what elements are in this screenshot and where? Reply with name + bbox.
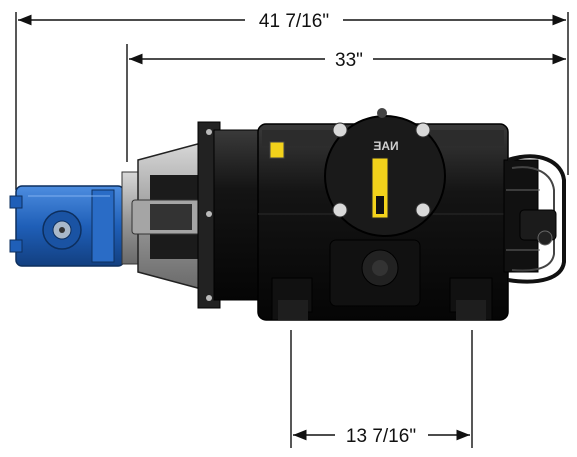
mounting-feet [271,277,493,321]
dimension-motor: 33" [129,50,566,71]
bell-housing [131,141,213,291]
hydraulic-pump [9,185,125,267]
winch-illustration: ƎAИ [9,108,566,321]
warning-label [269,141,285,159]
valve-assembly [503,154,566,284]
flange-plates [197,121,263,309]
dimension-mount-label: 13 7/16" [346,426,416,447]
dimension-mount: 13 7/16" [293,426,470,447]
extension-lines [15,12,569,448]
gear-case: ƎAИ [324,108,446,237]
brand-badge: ƎAИ [373,139,398,153]
dimension-overall-label: 41 7/16" [259,11,329,32]
dimension-overall: 41 7/16" [18,11,566,32]
lower-gearbox [329,239,421,307]
dimension-motor-label: 33" [335,50,363,71]
